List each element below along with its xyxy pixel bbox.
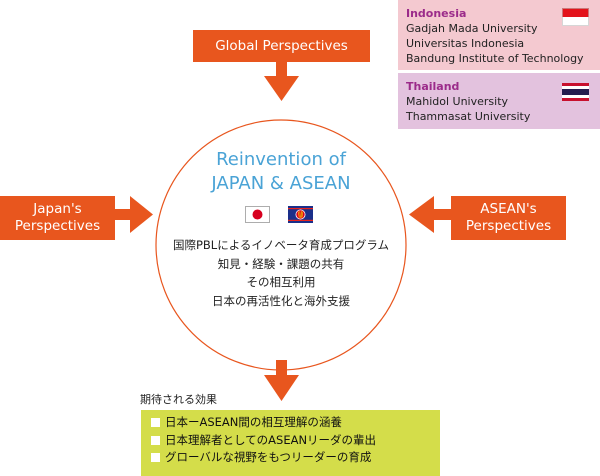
circle-title-line2: JAPAN & ASEAN — [211, 173, 351, 194]
circle-line: 国際PBLによるイノベータ育成プログラム — [172, 238, 390, 252]
circle-line: その相互利用 — [246, 275, 316, 289]
circle-line: 日本の再活性化と海外支援 — [212, 293, 350, 308]
indonesia-university: Bandung Institute of Technology — [406, 52, 584, 65]
arrow-top — [264, 58, 299, 101]
bullet-icon — [151, 418, 160, 427]
global-perspectives-box: Global Perspectives — [193, 30, 370, 62]
indonesia-flag-icon — [562, 8, 589, 26]
circle-description: 国際PBLによるイノベータ育成プログラム 知見・経験・課題の共有 その相互利用 … — [156, 236, 406, 310]
global-perspectives-label: Global Perspectives — [215, 37, 348, 54]
japan-flag-icon — [245, 206, 270, 223]
bullet-icon — [151, 453, 160, 462]
japan-perspectives-line1: Japan's — [33, 201, 82, 217]
thailand-university: Thammasat University — [406, 110, 531, 123]
effect-item-text: 日本理解者としてのASEANリーダの輩出 — [165, 432, 377, 447]
japan-perspectives-box: Japan's Perspectives — [0, 196, 115, 240]
effects-box: 日本ーASEAN間の相互理解の涵養 日本理解者としてのASEANリーダの輩出 グ… — [141, 410, 440, 476]
thailand-university: Mahidol University — [406, 95, 509, 108]
thailand-flag-icon — [562, 83, 589, 101]
arrow-bottom — [264, 360, 299, 401]
asean-perspectives-box: ASEAN's Perspectives — [451, 196, 566, 240]
effect-item: 日本ーASEAN間の相互理解の涵養 — [151, 414, 430, 432]
bullet-icon — [151, 435, 160, 445]
indonesia-university: Universitas Indonesia — [406, 37, 525, 50]
indonesia-panel: Indonesia Gadjah Mada University Univers… — [398, 0, 600, 70]
asean-perspectives-line2: Perspectives — [465, 218, 552, 234]
asean-perspectives-line1: ASEAN's — [480, 201, 537, 217]
circle-title: Reinvention of JAPAN & ASEAN — [156, 148, 406, 196]
thailand-country: Thailand — [406, 80, 460, 93]
japan-perspectives-line2: Perspectives — [14, 218, 101, 234]
effect-item-text: 日本ーASEAN間の相互理解の涵養 — [165, 415, 342, 429]
circle-title-line1: Reinvention of — [216, 149, 346, 170]
indonesia-university: Gadjah Mada University — [406, 22, 538, 35]
arrow-right — [409, 196, 454, 233]
thailand-panel: Thailand Mahidol University Thammasat Un… — [398, 73, 600, 129]
arrow-left — [112, 196, 153, 233]
effects-label: 期待される効果 — [140, 393, 217, 406]
effect-item: グローバルな視野をもつリーダーの育成 — [151, 449, 430, 467]
indonesia-country: Indonesia — [406, 7, 467, 20]
effect-item-text: グローバルな視野をもつリーダーの育成 — [165, 450, 372, 464]
asean-flag-icon — [288, 206, 313, 223]
circle-line: 知見・経験・課題の共有 — [217, 256, 345, 271]
effect-item: 日本理解者としてのASEANリーダの輩出 — [151, 432, 430, 450]
